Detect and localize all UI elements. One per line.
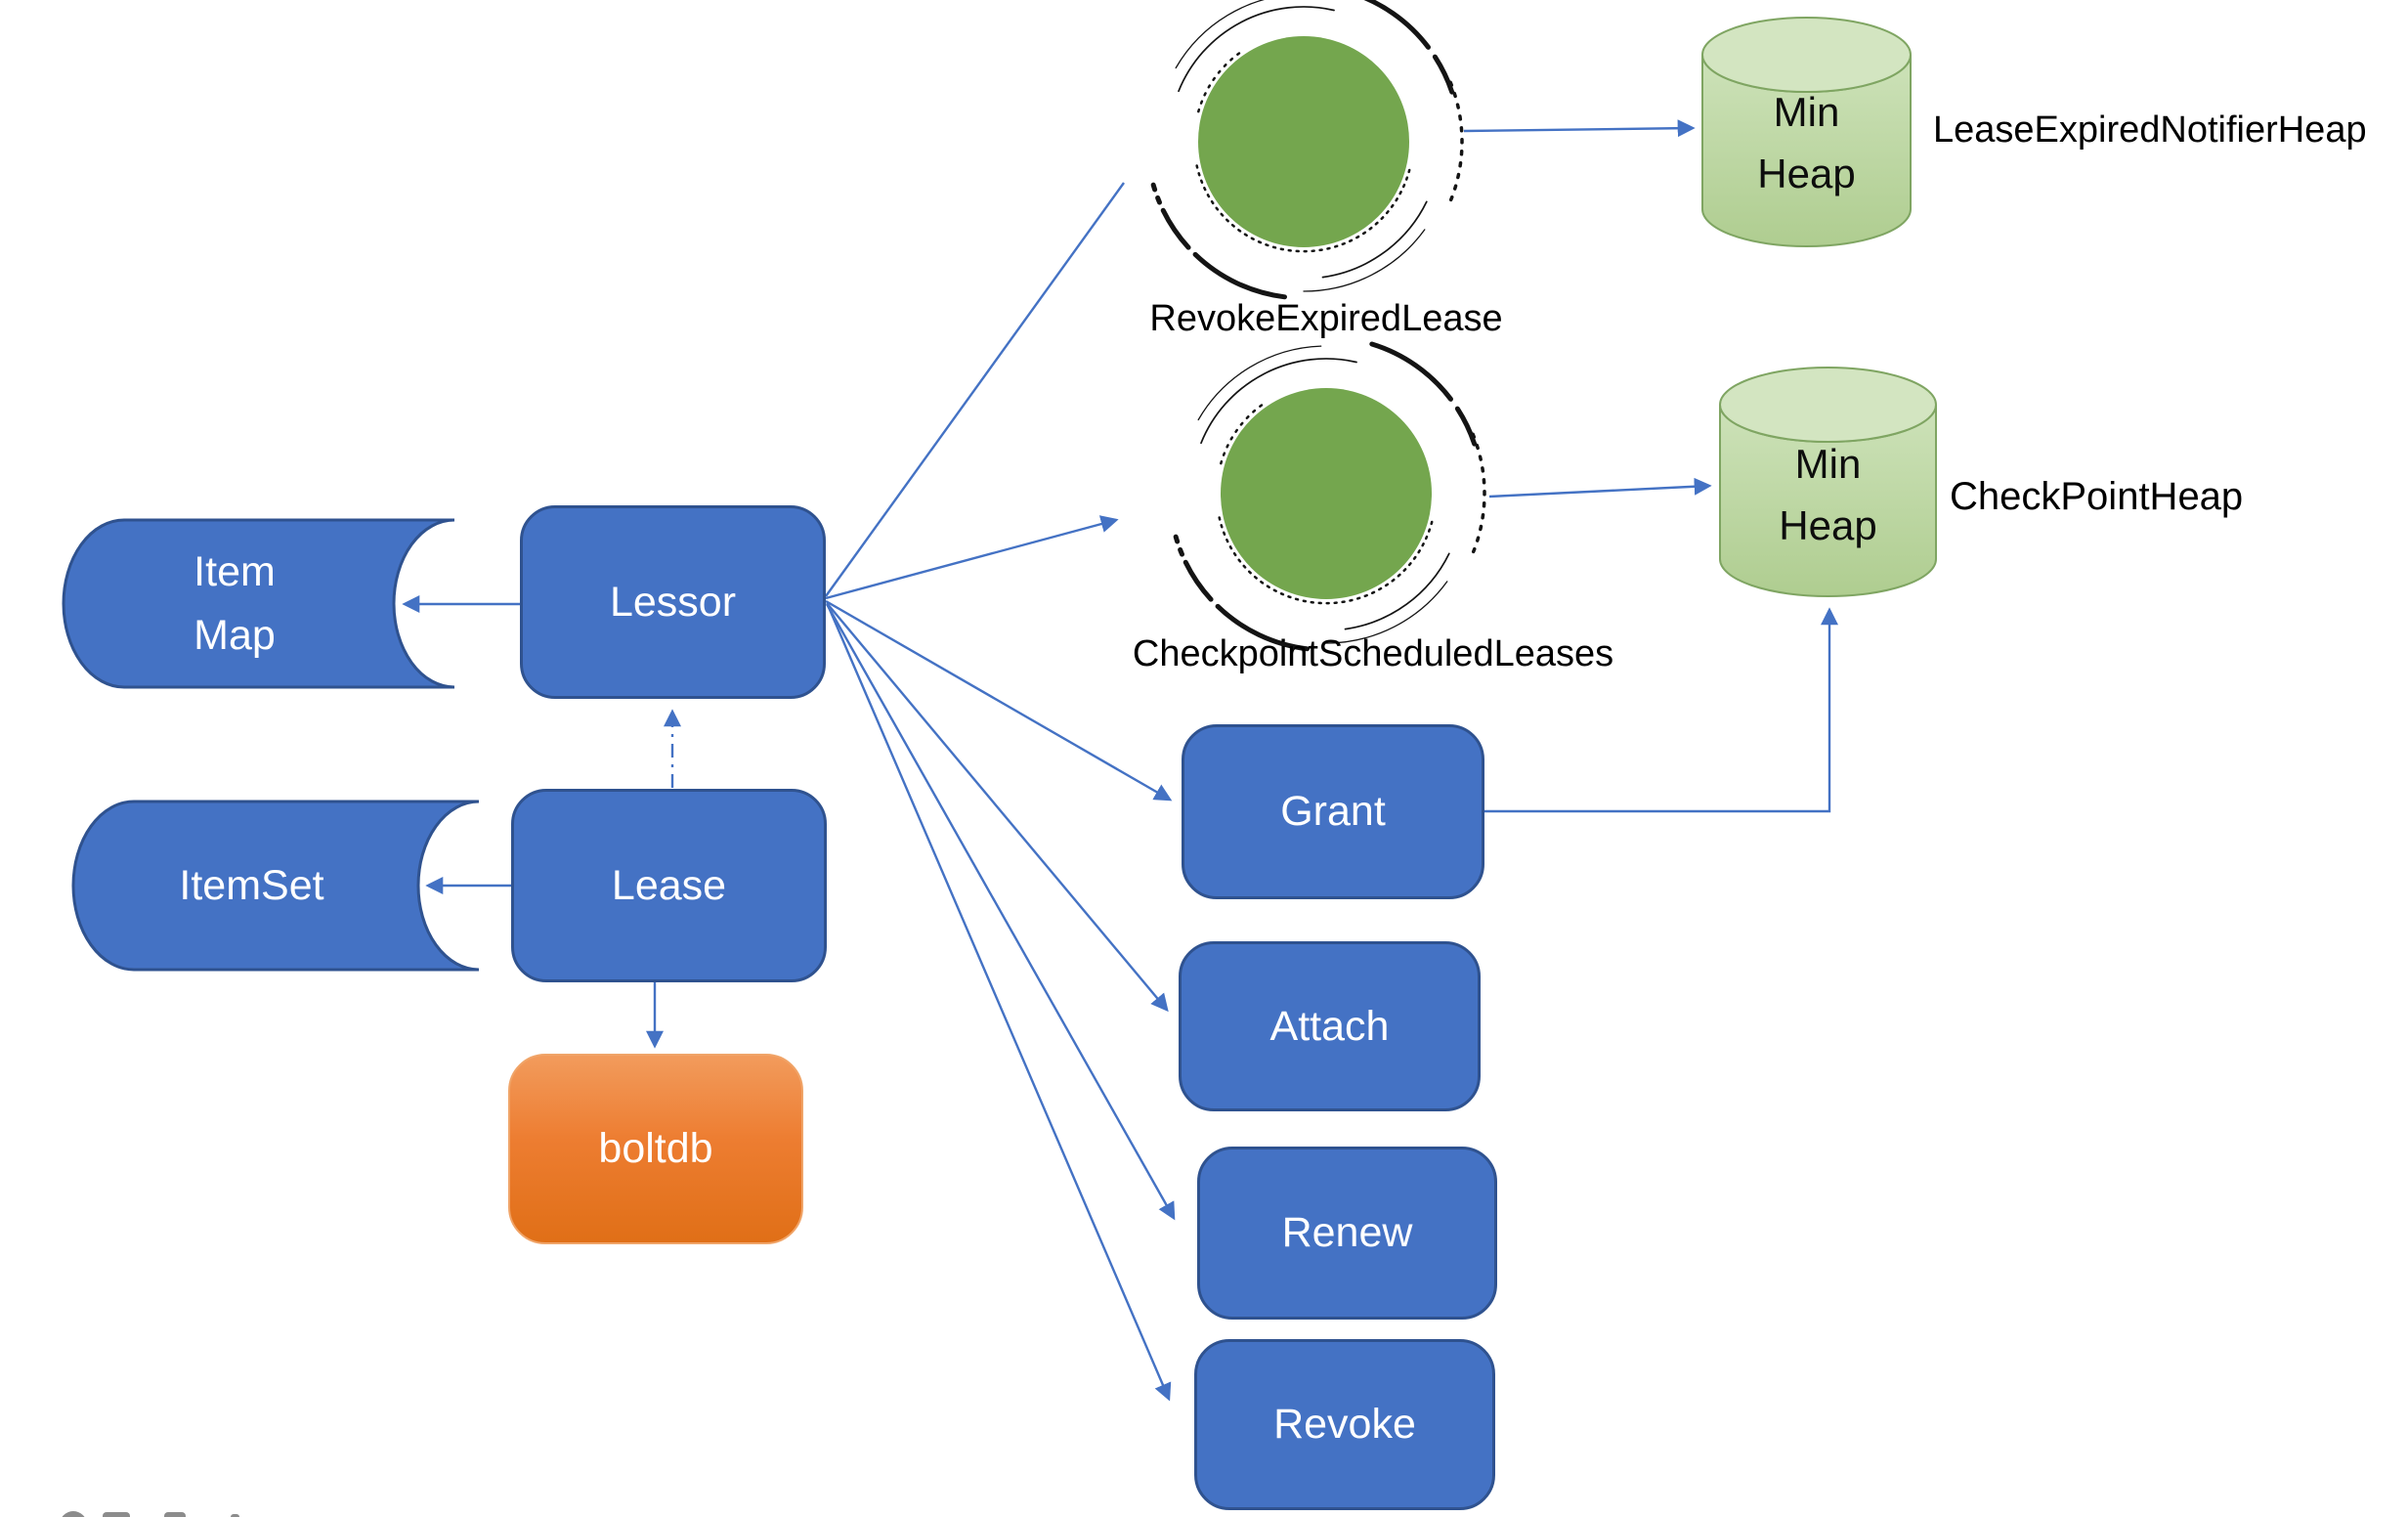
check-point-heap-label: CheckPointHeap [1950, 475, 2244, 518]
checkpoint-min-heap-cylinder [1719, 367, 1937, 597]
lessor-label: Lessor [609, 578, 737, 626]
checkpoint-scheduled-leases-label: CheckpointScheduledLeases [1132, 633, 1614, 674]
lessor-node: Lessor [520, 505, 826, 699]
item-map-label: Item Map [194, 548, 276, 659]
connector-loop-notifier-heap [1463, 119, 1696, 138]
revoke-expired-lease-label: RevokeExpiredLease [1149, 298, 1503, 339]
renew-node: Renew [1197, 1147, 1497, 1320]
notifier-min-heap-cylinder [1701, 17, 1912, 247]
boltdb-label: boltdb [598, 1125, 713, 1172]
grant-label: Grant [1280, 788, 1386, 835]
boltdb-node: boltdb [508, 1054, 803, 1244]
lease-label: Lease [611, 861, 727, 909]
item-map-shape [62, 518, 455, 689]
connector-lessor-renew [825, 603, 1176, 1221]
cropped-edge-artifact [62, 1511, 239, 1517]
attach-label: Attach [1269, 1002, 1390, 1050]
connector-lessor-attach [826, 602, 1169, 1013]
notifier-min-heap-label: Min Heap [1757, 88, 1856, 196]
revoke-label: Revoke [1273, 1401, 1416, 1448]
renew-label: Renew [1281, 1209, 1413, 1256]
connector-lessor-revoke [826, 604, 1172, 1402]
itemset-shape [71, 800, 480, 972]
lease-expired-notifier-heap-label: LeaseExpiredNotifierHeap [1933, 109, 2367, 151]
lease-node: Lease [511, 789, 827, 982]
checkpoint-scheduled-leases-loop-icon [1167, 341, 1486, 652]
connector-loop-checkpoint-heap [1488, 477, 1712, 498]
attach-node: Attach [1179, 941, 1481, 1111]
connector-lessor-checkpoint-loop [825, 515, 1119, 600]
grant-node: Grant [1182, 724, 1484, 899]
connector-lessor-revoke-loop [825, 182, 1125, 597]
checkpoint-min-heap-label: Min Heap [1779, 440, 1877, 548]
connector-grant-checkpoint-heap [1484, 607, 1838, 813]
connector-lessor-grant [825, 599, 1173, 802]
revoke-node: Revoke [1194, 1339, 1495, 1510]
itemset-label: ItemSet [179, 861, 324, 909]
revoke-expired-lease-loop-icon [1144, 0, 1464, 300]
